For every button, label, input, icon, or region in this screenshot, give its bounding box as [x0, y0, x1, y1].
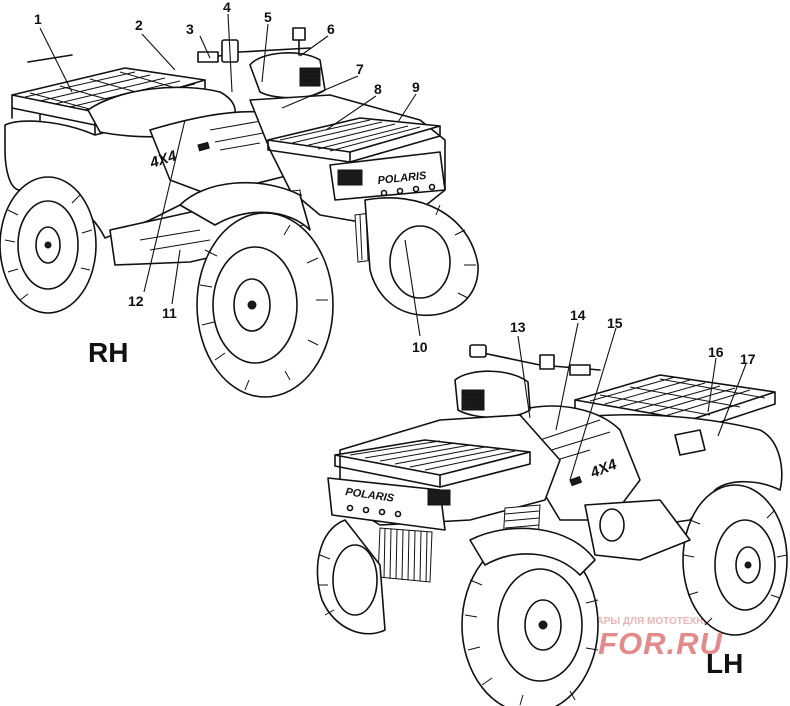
view-label-rh: RH	[88, 337, 128, 368]
rh-far-front-wheel	[364, 197, 479, 317]
view-label-lh: LH	[706, 648, 743, 679]
lh-rear-wheel	[682, 484, 788, 636]
callout-12: 12	[128, 293, 144, 309]
rh-handlebar	[197, 27, 326, 99]
callout-2: 2	[135, 17, 143, 33]
callout-16: 16	[708, 344, 724, 360]
watermark-tagline: ЗАПЧАСТИ И АКСЕССУАРЫ ДЛЯ МОТОТЕХНИКИ	[482, 616, 724, 627]
lh-handlebar	[454, 344, 601, 419]
lh-front-wheel	[461, 536, 599, 706]
callout-14: 14	[570, 307, 586, 323]
lh-far-front-wheel	[316, 519, 386, 635]
callout-15: 15	[607, 315, 623, 331]
callout-8: 8	[374, 81, 382, 97]
callout-numbers: 1 2 3 4 5 6 7 8 9 10 11 12 13 14 15 16 1…	[34, 0, 756, 367]
callout-9: 9	[412, 79, 420, 95]
rh-atv-drawing: 4X4 POLARIS	[0, 27, 479, 398]
callout-13: 13	[510, 319, 526, 335]
rh-rear-rack	[11, 67, 206, 136]
rh-decal-brand: POLARIS	[377, 170, 428, 187]
callout-leaders	[27, 13, 747, 481]
callout-3: 3	[186, 21, 194, 37]
callout-4: 4	[223, 0, 231, 15]
callout-6: 6	[327, 21, 335, 37]
callout-1: 1	[34, 11, 42, 27]
callout-7: 7	[356, 61, 364, 77]
callout-17: 17	[740, 351, 756, 367]
rh-front-rack	[267, 117, 441, 163]
rh-rear-wheel	[0, 176, 97, 314]
callout-5: 5	[264, 9, 272, 25]
callout-10: 10	[412, 339, 428, 355]
lh-atv-drawing: 4X4 POLARIS	[316, 344, 788, 706]
callout-11: 11	[162, 305, 177, 321]
rh-front-wheel	[196, 212, 334, 398]
lh-front-rack	[334, 439, 531, 488]
